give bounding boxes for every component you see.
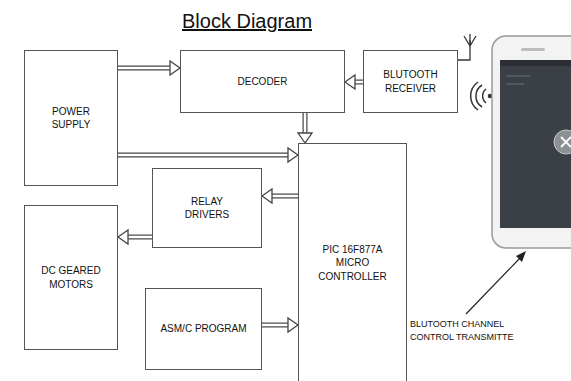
double-line-arrow	[118, 61, 180, 75]
connector-outline	[118, 153, 288, 158]
arrow-head	[345, 75, 355, 89]
block-box: DECODER	[180, 50, 345, 113]
connector-outline	[262, 323, 288, 328]
leader-arrow	[466, 251, 526, 314]
block-label: RELAY DRIVERS	[177, 195, 237, 222]
block-box: BLUTOOTH RECEIVER	[363, 50, 458, 113]
block-box: ASM/C PROGRAM	[145, 288, 262, 370]
block-box: PIC 16F877A MICRO CONTROLLER	[298, 143, 407, 381]
block-label: DECODER	[237, 75, 287, 89]
connector-core	[304, 113, 307, 133]
double-line-arrow	[118, 148, 298, 162]
connector-outline	[303, 113, 308, 133]
connector-outline	[355, 80, 363, 85]
block-box: RELAY DRIVERS	[152, 168, 262, 248]
double-line-arrow	[262, 318, 298, 332]
connector-outline	[118, 66, 170, 71]
block-label: PIC 16F877A MICRO CONTROLLER	[313, 243, 393, 284]
antenna-symbol	[458, 34, 476, 60]
phone-illustration	[492, 36, 571, 248]
connector-core	[128, 236, 152, 239]
wireless-icon	[471, 82, 492, 110]
block-label: POWER SUPPLY	[41, 105, 101, 132]
block-label: DC GEARED MOTORS	[36, 264, 106, 291]
diagram-title: Block Diagram	[182, 10, 312, 33]
block-box: POWER SUPPLY	[24, 50, 118, 186]
callout-label: BLUTOOTH CHANNEL CONTROL TRANSMITTE	[410, 318, 528, 343]
connector-core	[355, 81, 363, 84]
connector-core	[262, 324, 288, 327]
arrow-head	[288, 318, 298, 332]
arrow-head	[298, 133, 312, 143]
arrow-head	[288, 148, 298, 162]
double-line-arrow	[345, 75, 363, 89]
connector-outline	[128, 235, 152, 240]
double-line-arrow	[298, 113, 312, 143]
arrow-head	[262, 189, 272, 203]
connector-core	[272, 195, 298, 198]
connector-core	[118, 154, 288, 157]
double-line-arrow	[262, 189, 298, 203]
connector-outline	[272, 194, 298, 199]
double-line-arrow	[118, 230, 152, 244]
arrow-head	[118, 230, 128, 244]
block-label: BLUTOOTH RECEIVER	[376, 68, 446, 95]
block-label: ASM/C PROGRAM	[160, 322, 246, 336]
arrow-head	[170, 61, 180, 75]
block-box: DC GEARED MOTORS	[24, 205, 118, 350]
connector-core	[118, 67, 170, 70]
